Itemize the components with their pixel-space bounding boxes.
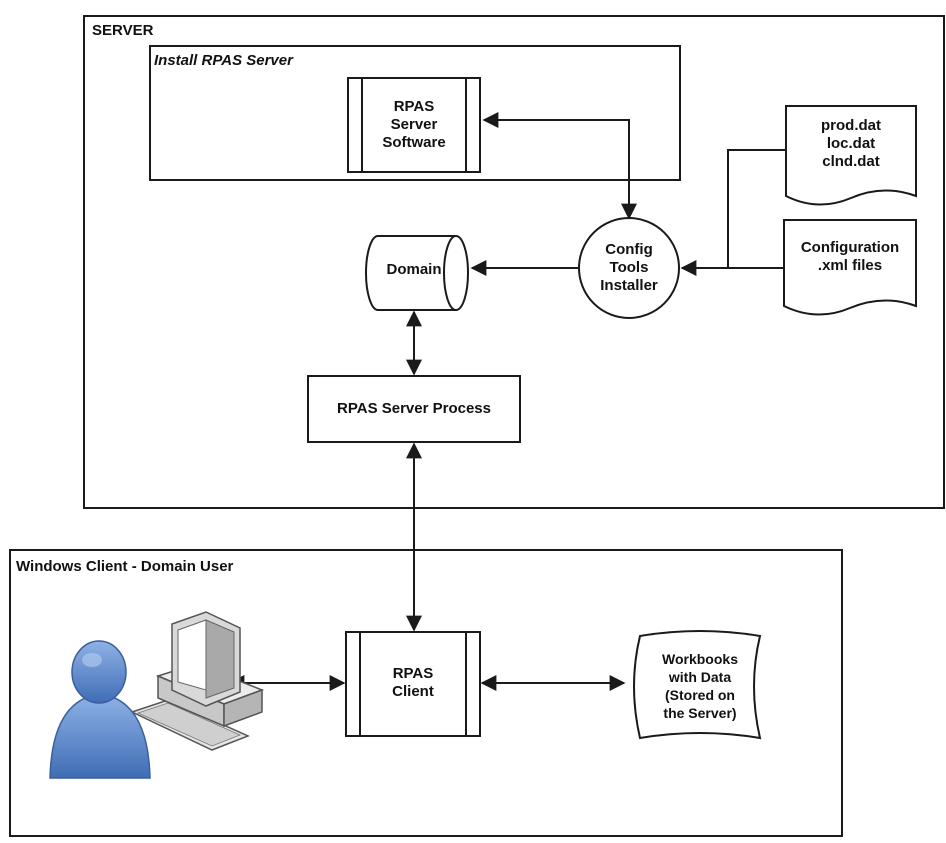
computer-icon — [129, 611, 265, 751]
install-title: Install RPAS Server — [154, 52, 293, 69]
domain-label: Domain — [386, 261, 442, 278]
server-container — [83, 15, 945, 509]
config-installer-label: Config Tools Installer — [600, 241, 658, 294]
workbooks-label: Workbooks with Data (Stored on the Serve… — [662, 651, 738, 721]
server-software-label: RPAS Server Software — [382, 98, 446, 151]
domain-node — [365, 235, 469, 311]
workbooks-node — [633, 630, 762, 740]
data-files-node — [785, 105, 917, 206]
rpas-client-node — [345, 631, 481, 737]
client-title: Windows Client - Domain User — [16, 558, 234, 575]
data-files-label: prod.dat loc.dat clnd.dat — [821, 117, 881, 170]
connector-datafiles — [727, 149, 786, 268]
connector-installer-software — [482, 112, 637, 220]
server-process-label: RPAS Server Process — [337, 400, 491, 417]
config-files-label: Configuration .xml files — [800, 239, 900, 274]
client-container — [9, 549, 843, 837]
config-files-node — [783, 219, 917, 316]
rpas-client-label: RPAS Client — [392, 665, 434, 700]
server-title: SERVER — [92, 22, 154, 39]
user-icon — [49, 640, 151, 779]
server-process-node — [307, 375, 521, 443]
install-container — [149, 45, 681, 181]
server-software-node — [347, 77, 481, 173]
